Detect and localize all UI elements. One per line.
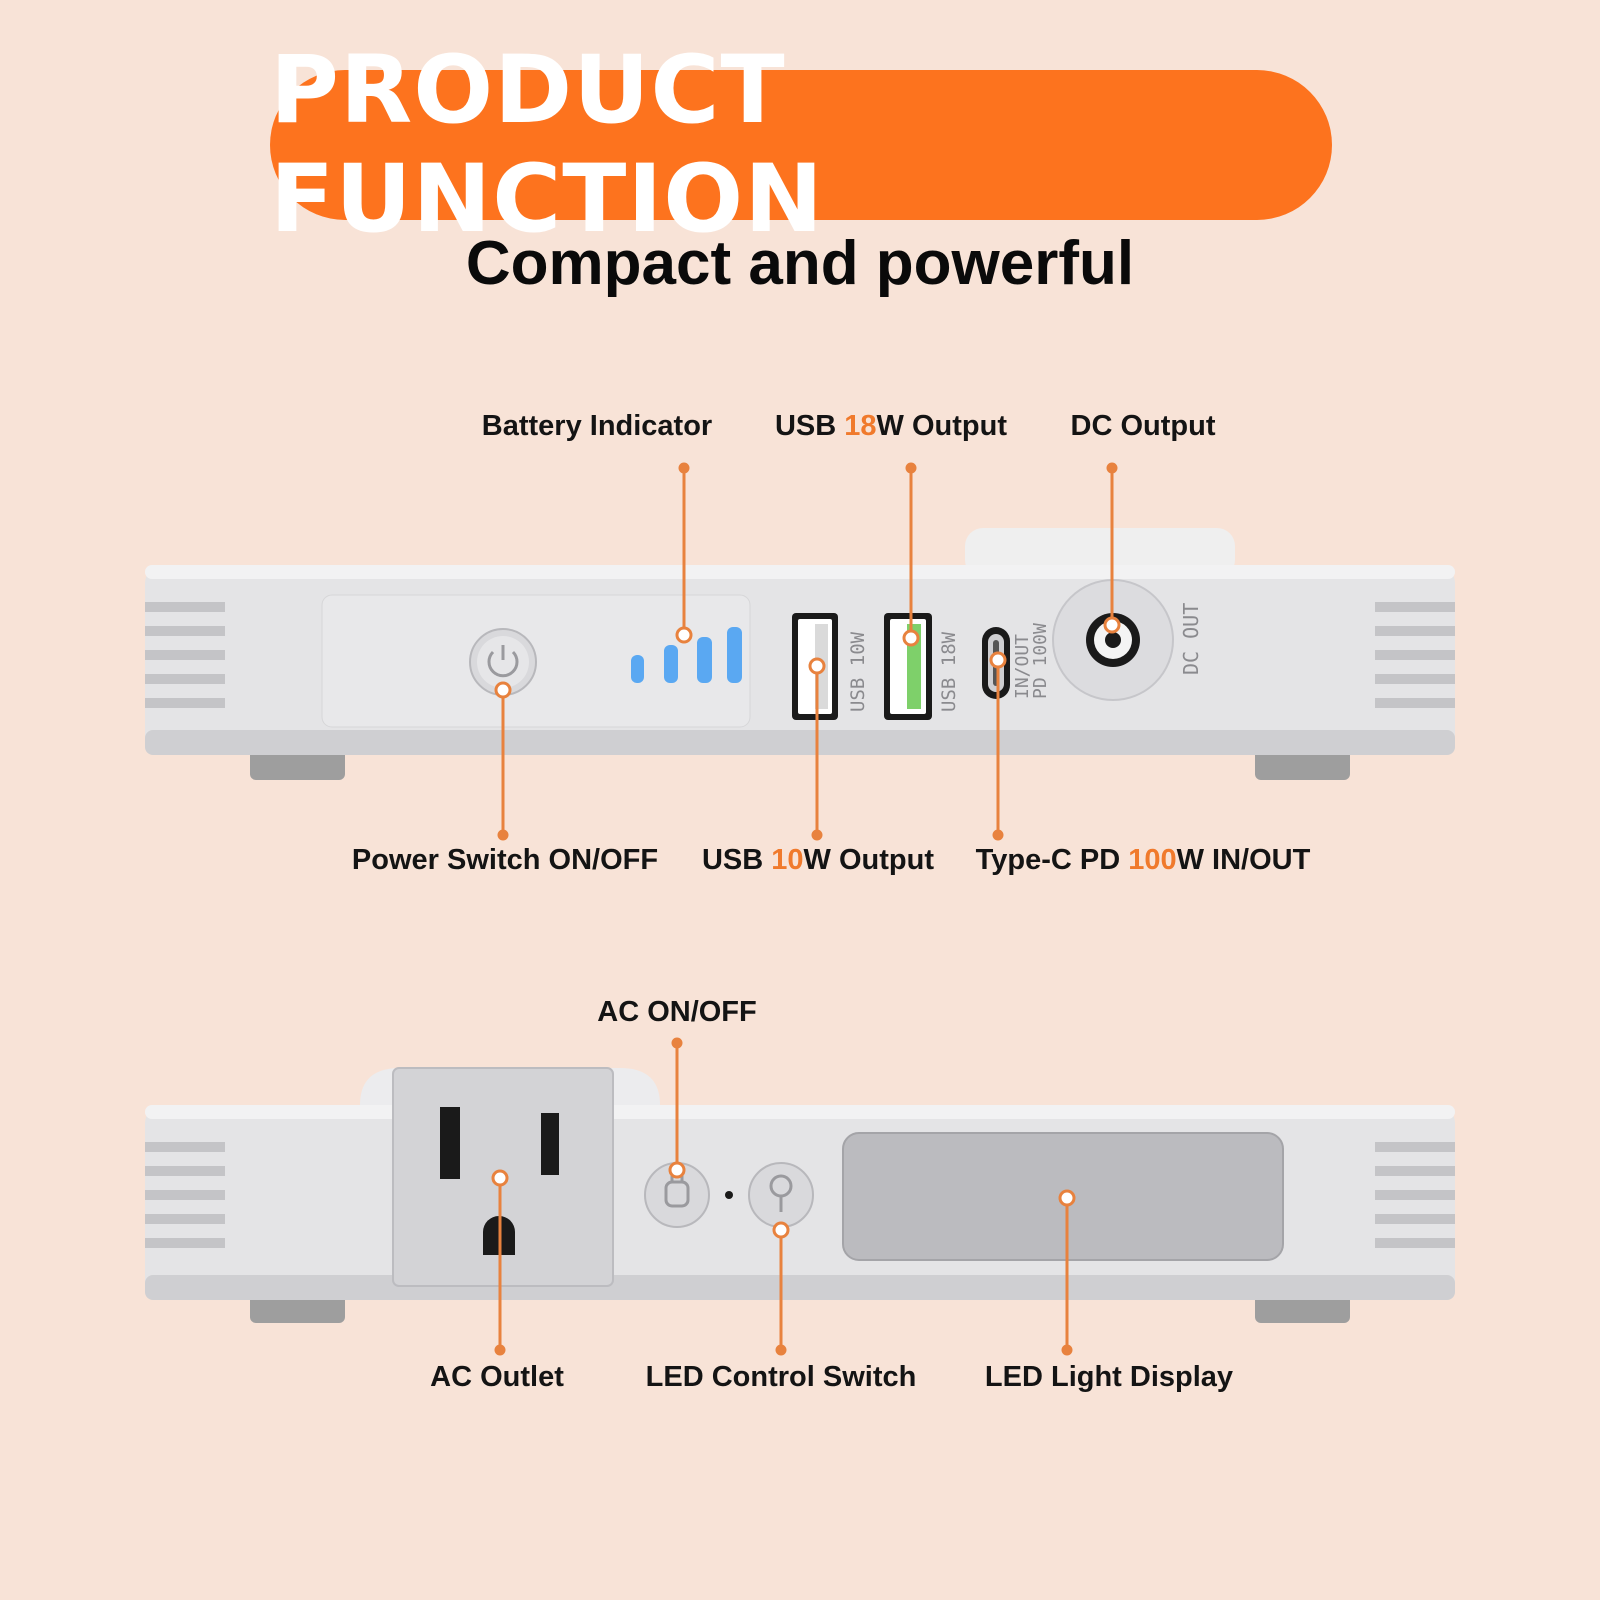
device-top-edge-back: [145, 1105, 1455, 1119]
foot-left: [250, 748, 345, 780]
foot-right-back: [1255, 1293, 1350, 1323]
label-dc-output: DC Output: [1070, 410, 1216, 442]
plug-icon[interactable]: [644, 1162, 710, 1228]
title-banner: PRODUCT FUNCTION: [270, 36, 1332, 254]
dc-output-port[interactable]: [1052, 579, 1174, 701]
callout-lines-front: [497, 462, 1118, 841]
usb-18w-port[interactable]: [884, 613, 932, 720]
callout-dots-back: [491, 1161, 1076, 1239]
indicator-dot: [725, 1191, 733, 1199]
label-usb-18w: USB 18W Output: [774, 410, 1008, 442]
type-c-printed-1: IN/OUT: [1012, 634, 1033, 699]
label-ac-onoff: AC ON/OFF: [597, 996, 757, 1028]
callout-dots-front: [494, 616, 1121, 699]
battery-level-icon: [631, 627, 742, 683]
label-battery-indicator: Battery Indicator: [481, 410, 713, 442]
power-icon[interactable]: [469, 628, 537, 696]
device-bottom-edge: [145, 730, 1455, 755]
bulb-icon[interactable]: [748, 1162, 814, 1228]
vent-right: [1375, 602, 1455, 708]
usb-18w-printed: USB 18W: [938, 631, 960, 712]
vent-right-back: [1375, 1142, 1455, 1248]
usb-10w-printed: USB 10W: [847, 631, 869, 712]
back-panel-illustration: [145, 1037, 1455, 1356]
label-type-c: Type-C PD 100W IN/OUT: [975, 844, 1311, 876]
vent-left-back: [145, 1142, 225, 1248]
dc-out-printed: DC OUT: [1179, 603, 1203, 675]
foot-right: [1255, 748, 1350, 780]
label-led-control: LED Control Switch: [645, 1361, 917, 1393]
page-title: PRODUCT FUNCTION: [270, 36, 824, 254]
label-usb-10w: USB 10W Output: [701, 844, 935, 876]
callout-lines-back: [494, 1037, 1073, 1356]
type-c-printed-2: PD 100W: [1030, 623, 1051, 699]
device-bottom-edge-back: [145, 1275, 1455, 1300]
vent-left: [145, 602, 225, 708]
label-power-switch: Power Switch ON/OFF: [351, 844, 659, 876]
label-ac-outlet: AC Outlet: [430, 1361, 564, 1393]
device-top-edge: [145, 565, 1455, 579]
label-led-display: LED Light Display: [984, 1361, 1234, 1393]
foot-left-back: [250, 1293, 345, 1323]
page-subtitle: Compact and powerful: [465, 229, 1135, 298]
front-panel-illustration: USB 10W USB 18W IN/OUT PD 100W DC OUT: [145, 462, 1455, 841]
